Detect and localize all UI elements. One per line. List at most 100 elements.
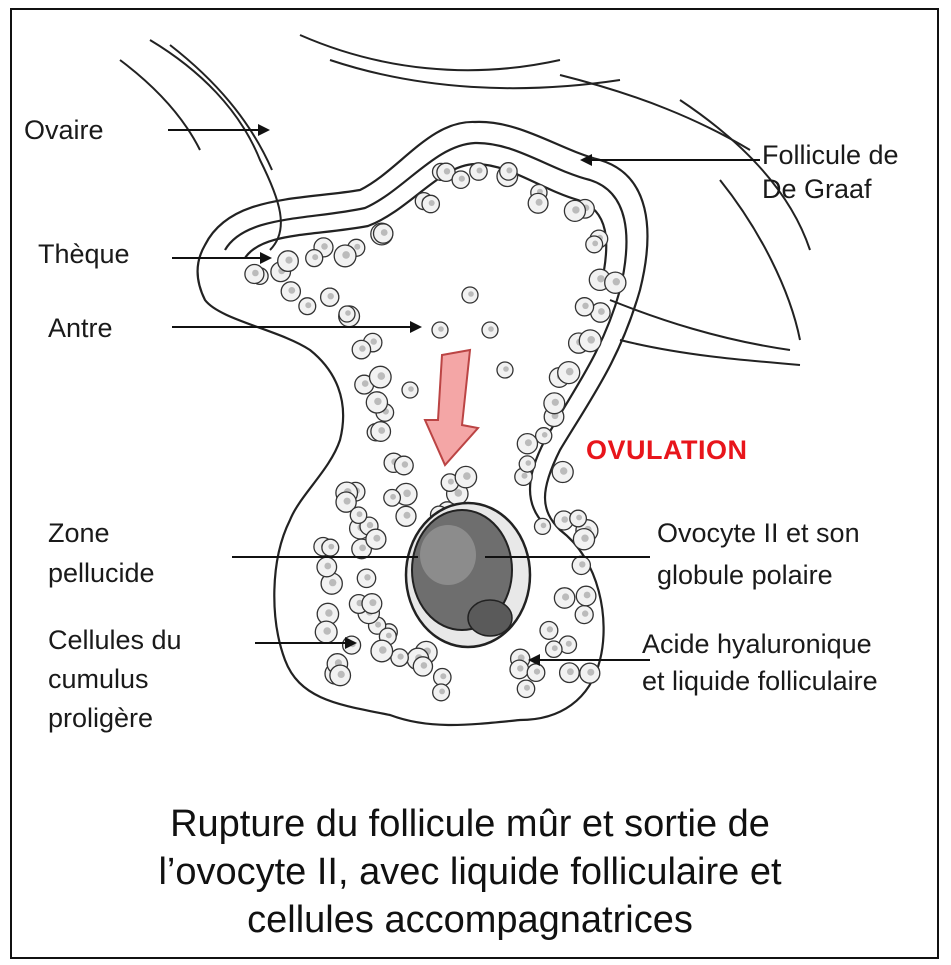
cell-nucleus bbox=[421, 662, 428, 669]
label-ovaire: Ovaire bbox=[24, 113, 104, 147]
cell-nucleus bbox=[524, 685, 530, 691]
cell-nucleus bbox=[587, 669, 594, 676]
cell-nucleus bbox=[581, 535, 588, 542]
caption-line-3: cellules accompagnatrices bbox=[40, 896, 900, 944]
cell-nucleus bbox=[338, 671, 345, 678]
cell-nucleus bbox=[344, 498, 351, 505]
cell-nucleus bbox=[252, 270, 259, 277]
cell-nucleus bbox=[408, 386, 414, 392]
caption-line-2: l’ovocyte II, avec liquide folliculaire … bbox=[40, 848, 900, 896]
cell-nucleus bbox=[506, 167, 512, 173]
cell-nucleus bbox=[362, 380, 369, 387]
cell-nucleus bbox=[312, 254, 318, 260]
cell-nucleus bbox=[398, 654, 404, 660]
cell-nucleus bbox=[328, 293, 334, 299]
cell-nucleus bbox=[552, 645, 558, 651]
cell-nucleus bbox=[597, 275, 604, 282]
cell-nucleus bbox=[566, 368, 574, 376]
cell-nucleus bbox=[488, 326, 494, 332]
cell-nucleus bbox=[369, 599, 376, 606]
label-zone-1: Zone bbox=[48, 516, 110, 550]
cell-nucleus bbox=[367, 522, 373, 528]
cell-nucleus bbox=[459, 176, 465, 182]
cell-nucleus bbox=[390, 494, 396, 500]
cell-nucleus bbox=[364, 574, 370, 580]
cell-nucleus bbox=[567, 668, 574, 675]
cell-nucleus bbox=[305, 302, 311, 308]
cell-nucleus bbox=[438, 326, 444, 332]
cell-nucleus bbox=[572, 206, 579, 213]
cell-nucleus bbox=[342, 251, 350, 259]
cell-nucleus bbox=[560, 467, 567, 474]
cell-nucleus bbox=[542, 432, 548, 438]
label-cellules-1: Cellules du bbox=[48, 623, 182, 657]
cell-nucleus bbox=[566, 641, 572, 647]
cell-nucleus bbox=[378, 427, 385, 434]
cell-nucleus bbox=[534, 669, 540, 675]
cell-nucleus bbox=[541, 523, 547, 529]
cell-nucleus bbox=[517, 665, 523, 671]
cell-nucleus bbox=[378, 372, 386, 380]
cell-nucleus bbox=[439, 689, 445, 695]
cell-nucleus bbox=[329, 579, 336, 586]
cell-nucleus bbox=[359, 545, 366, 552]
cell-nucleus bbox=[288, 287, 295, 294]
cell-nucleus bbox=[547, 626, 553, 632]
cell-nucleus bbox=[584, 592, 591, 599]
cell-nucleus bbox=[381, 229, 388, 236]
cell-nucleus bbox=[522, 473, 528, 479]
cell-nucleus bbox=[448, 479, 454, 485]
label-theque: Thèque bbox=[38, 237, 130, 271]
cell-nucleus bbox=[321, 243, 328, 250]
cell-nucleus bbox=[561, 516, 568, 523]
label-follicule-1: Follicule de bbox=[762, 138, 899, 172]
cell-nucleus bbox=[386, 633, 392, 639]
cell-nucleus bbox=[373, 535, 380, 542]
oocyte bbox=[406, 503, 530, 647]
label-antre: Antre bbox=[48, 311, 113, 345]
cell-nucleus bbox=[375, 622, 381, 628]
cell-nucleus bbox=[345, 310, 351, 316]
cell-nucleus bbox=[354, 244, 360, 250]
caption-line-1: Rupture du follicule mûr et sortie de bbox=[40, 800, 900, 848]
cell-nucleus bbox=[328, 544, 334, 550]
cell-nucleus bbox=[357, 511, 363, 517]
label-zone-2: pellucide bbox=[48, 556, 155, 590]
cell-nucleus bbox=[562, 593, 569, 600]
cell-nucleus bbox=[379, 646, 387, 654]
label-follicule-2: De Graaf bbox=[762, 172, 872, 206]
label-ovulation: OVULATION bbox=[586, 433, 748, 467]
cell-nucleus bbox=[440, 673, 446, 679]
cell-nucleus bbox=[324, 563, 331, 570]
cell-nucleus bbox=[402, 461, 408, 467]
ovary-tissue bbox=[120, 35, 810, 365]
cell-nucleus bbox=[587, 336, 595, 344]
label-acide-2: et liquide folliculaire bbox=[642, 664, 878, 698]
cell-nucleus bbox=[477, 168, 483, 174]
cell-nucleus bbox=[359, 345, 365, 351]
cell-nucleus bbox=[444, 168, 450, 174]
label-ovocyte-1: Ovocyte II et son bbox=[657, 516, 860, 550]
label-cellules-3: proligère bbox=[48, 701, 153, 735]
cell-nucleus bbox=[285, 257, 292, 264]
cell-nucleus bbox=[463, 472, 471, 480]
ovulation-arrow bbox=[425, 350, 478, 465]
cell-nucleus bbox=[598, 308, 605, 315]
cell-nucleus bbox=[468, 291, 474, 297]
cell-nucleus bbox=[455, 489, 463, 497]
cell-nucleus bbox=[525, 439, 532, 446]
cell-nucleus bbox=[613, 278, 620, 285]
cell-nucleus bbox=[592, 241, 598, 247]
label-acide-1: Acide hyaluronique bbox=[642, 627, 872, 661]
cell-nucleus bbox=[582, 303, 588, 309]
cell-nucleus bbox=[371, 338, 377, 344]
label-cellules-2: cumulus bbox=[48, 662, 149, 696]
cell-nucleus bbox=[536, 199, 543, 206]
cell-nucleus bbox=[403, 490, 411, 498]
cell-nucleus bbox=[526, 460, 532, 466]
cell-nucleus bbox=[552, 399, 559, 406]
cell-nucleus bbox=[503, 366, 509, 372]
cell-nucleus bbox=[404, 512, 411, 519]
cell-nucleus bbox=[323, 627, 331, 635]
